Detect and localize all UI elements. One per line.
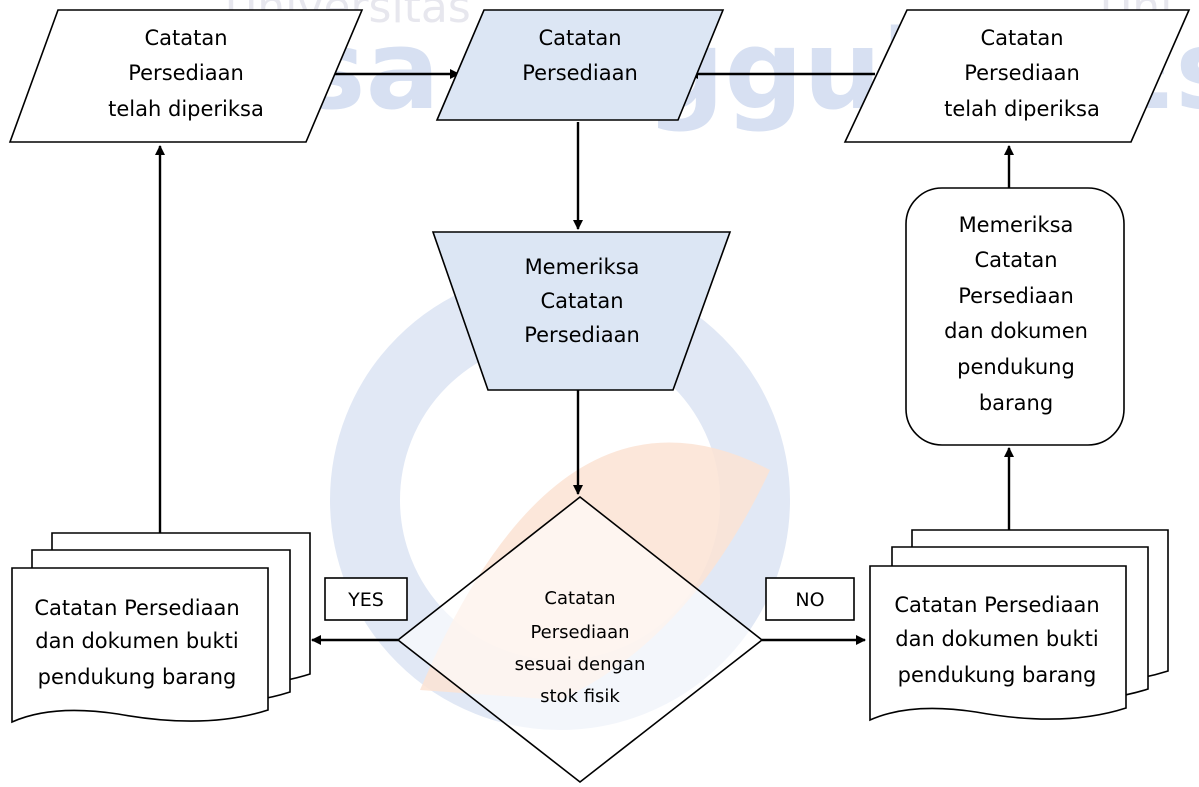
- input-right-line-1: Catatan: [980, 26, 1063, 50]
- node-decision: Catatan Persediaan sesuai dengan stok fi…: [396, 495, 764, 784]
- documents-left-line-3: pendukung barang: [38, 665, 237, 689]
- documents-right-line-3: pendukung barang: [898, 663, 1097, 687]
- input-center-parallelogram: [435, 9, 725, 121]
- input-left-line-3: telah diperiksa: [108, 97, 264, 121]
- documents-right-page-front: [869, 565, 1127, 722]
- decision-diamond: [396, 495, 764, 784]
- process-right-line-4: dan dokumen: [944, 319, 1088, 343]
- label-no-box: [765, 577, 855, 621]
- node-manual-check: Memeriksa Catatan Persediaan: [431, 231, 732, 391]
- documents-left-line-2: dan dokumen bukti: [35, 629, 238, 653]
- node-documents-left: Catatan Persediaan dan dokumen bukti pen…: [11, 532, 311, 724]
- node-input-right: Catatan Persediaan telah diperiksa: [843, 9, 1191, 143]
- label-no: NO: [765, 577, 855, 621]
- node-process-right: Memeriksa Catatan Persediaan dan dokumen…: [905, 187, 1125, 446]
- input-right-line-3: telah diperiksa: [944, 97, 1100, 121]
- manual-check-line-2: Catatan: [540, 289, 623, 313]
- decision-line-4: stok fisik: [540, 686, 620, 707]
- label-yes-box: [324, 577, 408, 621]
- documents-left-line-1: Catatan Persediaan: [34, 596, 239, 620]
- input-left-line-2: Persediaan: [128, 61, 244, 85]
- node-input-left: Catatan Persediaan telah diperiksa: [8, 9, 364, 143]
- process-right-rounded-rect: [905, 187, 1125, 446]
- decision-line-3: sesuai dengan: [515, 654, 646, 675]
- input-left-line-1: Catatan: [144, 26, 227, 50]
- label-yes-text: YES: [347, 589, 384, 611]
- documents-left-page-front: [11, 567, 269, 724]
- label-no-text: NO: [795, 589, 824, 611]
- process-right-line-3: Persediaan: [958, 284, 1074, 308]
- process-right-line-1: Memeriksa: [959, 213, 1074, 237]
- documents-right-line-2: dan dokumen bukti: [895, 627, 1098, 651]
- process-right-line-5: pendukung: [957, 355, 1075, 379]
- process-right-line-2: Catatan: [974, 248, 1057, 272]
- decision-line-1: Catatan: [544, 588, 615, 609]
- input-right-parallelogram: [843, 9, 1191, 143]
- decision-line-2: Persediaan: [530, 622, 629, 643]
- node-documents-right: Catatan Persediaan dan dokumen bukti pen…: [869, 529, 1169, 722]
- manual-check-line-1: Memeriksa: [525, 255, 640, 279]
- process-right-line-6: barang: [979, 391, 1053, 415]
- input-center-line-1: Catatan: [538, 26, 621, 50]
- documents-right-line-1: Catatan Persediaan: [894, 593, 1099, 617]
- input-left-parallelogram: [8, 9, 364, 143]
- edges: [155, 69, 1014, 645]
- manual-check-line-3: Persediaan: [524, 323, 640, 347]
- node-input-center: Catatan Persediaan: [435, 9, 725, 121]
- label-yes: YES: [324, 577, 408, 621]
- input-center-line-2: Persediaan: [522, 61, 638, 85]
- manual-check-trapezoid: [431, 231, 732, 391]
- input-right-line-2: Persediaan: [964, 61, 1080, 85]
